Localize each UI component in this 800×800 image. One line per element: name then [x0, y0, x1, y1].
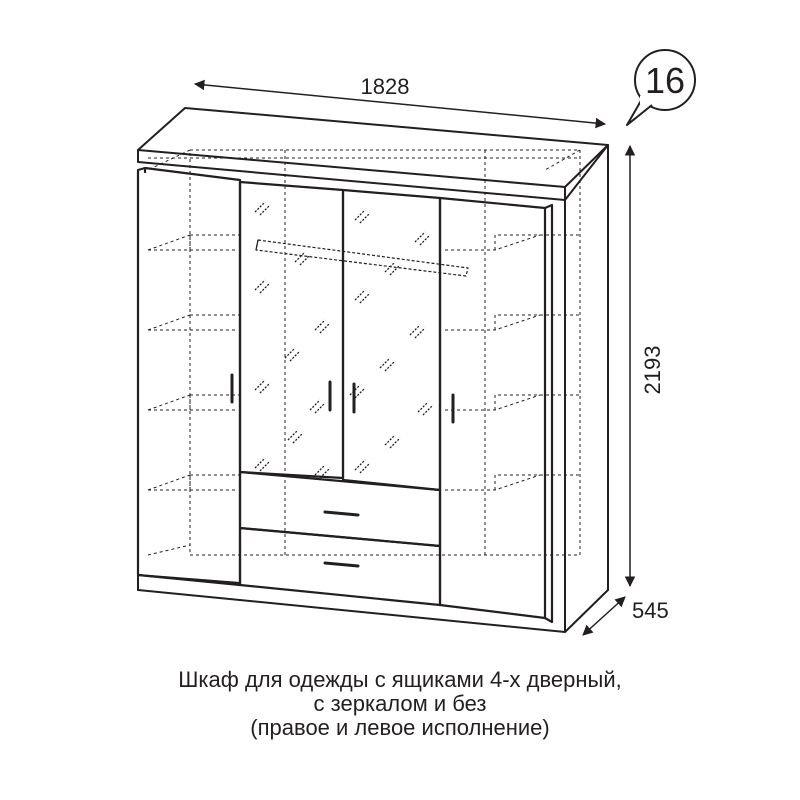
- mirror-door-left: [238, 180, 345, 480]
- item-number: 16: [645, 60, 685, 101]
- product-caption: Шкаф для одежды с ящиками 4-х дверный, с…: [0, 668, 800, 740]
- plinth: [137, 574, 566, 633]
- drawer-upper: [238, 470, 442, 548]
- wardrobe-drawing: 1828 2193 545 16: [136, 49, 696, 636]
- hidden-shelves: [147, 149, 581, 556]
- hanging-rod: [255, 239, 469, 277]
- caption-line-1: Шкаф для одежды с ящиками 4-х дверный,: [178, 667, 622, 692]
- mirror-door-right: [341, 188, 442, 492]
- left-door: [136, 166, 242, 587]
- width-label: 1828: [361, 74, 410, 99]
- door-handles: [230, 373, 455, 568]
- caption-line-3: (правое и левое исполнение): [250, 715, 550, 740]
- width-dimension-line: [193, 79, 607, 129]
- drawer-lower: [238, 526, 442, 607]
- depth-label: 545: [632, 598, 669, 623]
- item-number-badge: 16: [626, 49, 696, 126]
- side-panel: [564, 144, 609, 633]
- top-panel: [137, 107, 609, 201]
- caption-line-2: с зеркалом и без: [313, 691, 487, 716]
- height-label: 2193: [640, 346, 665, 395]
- depth-dimension-line: [582, 596, 626, 636]
- mirror-hatches: [254, 201, 434, 479]
